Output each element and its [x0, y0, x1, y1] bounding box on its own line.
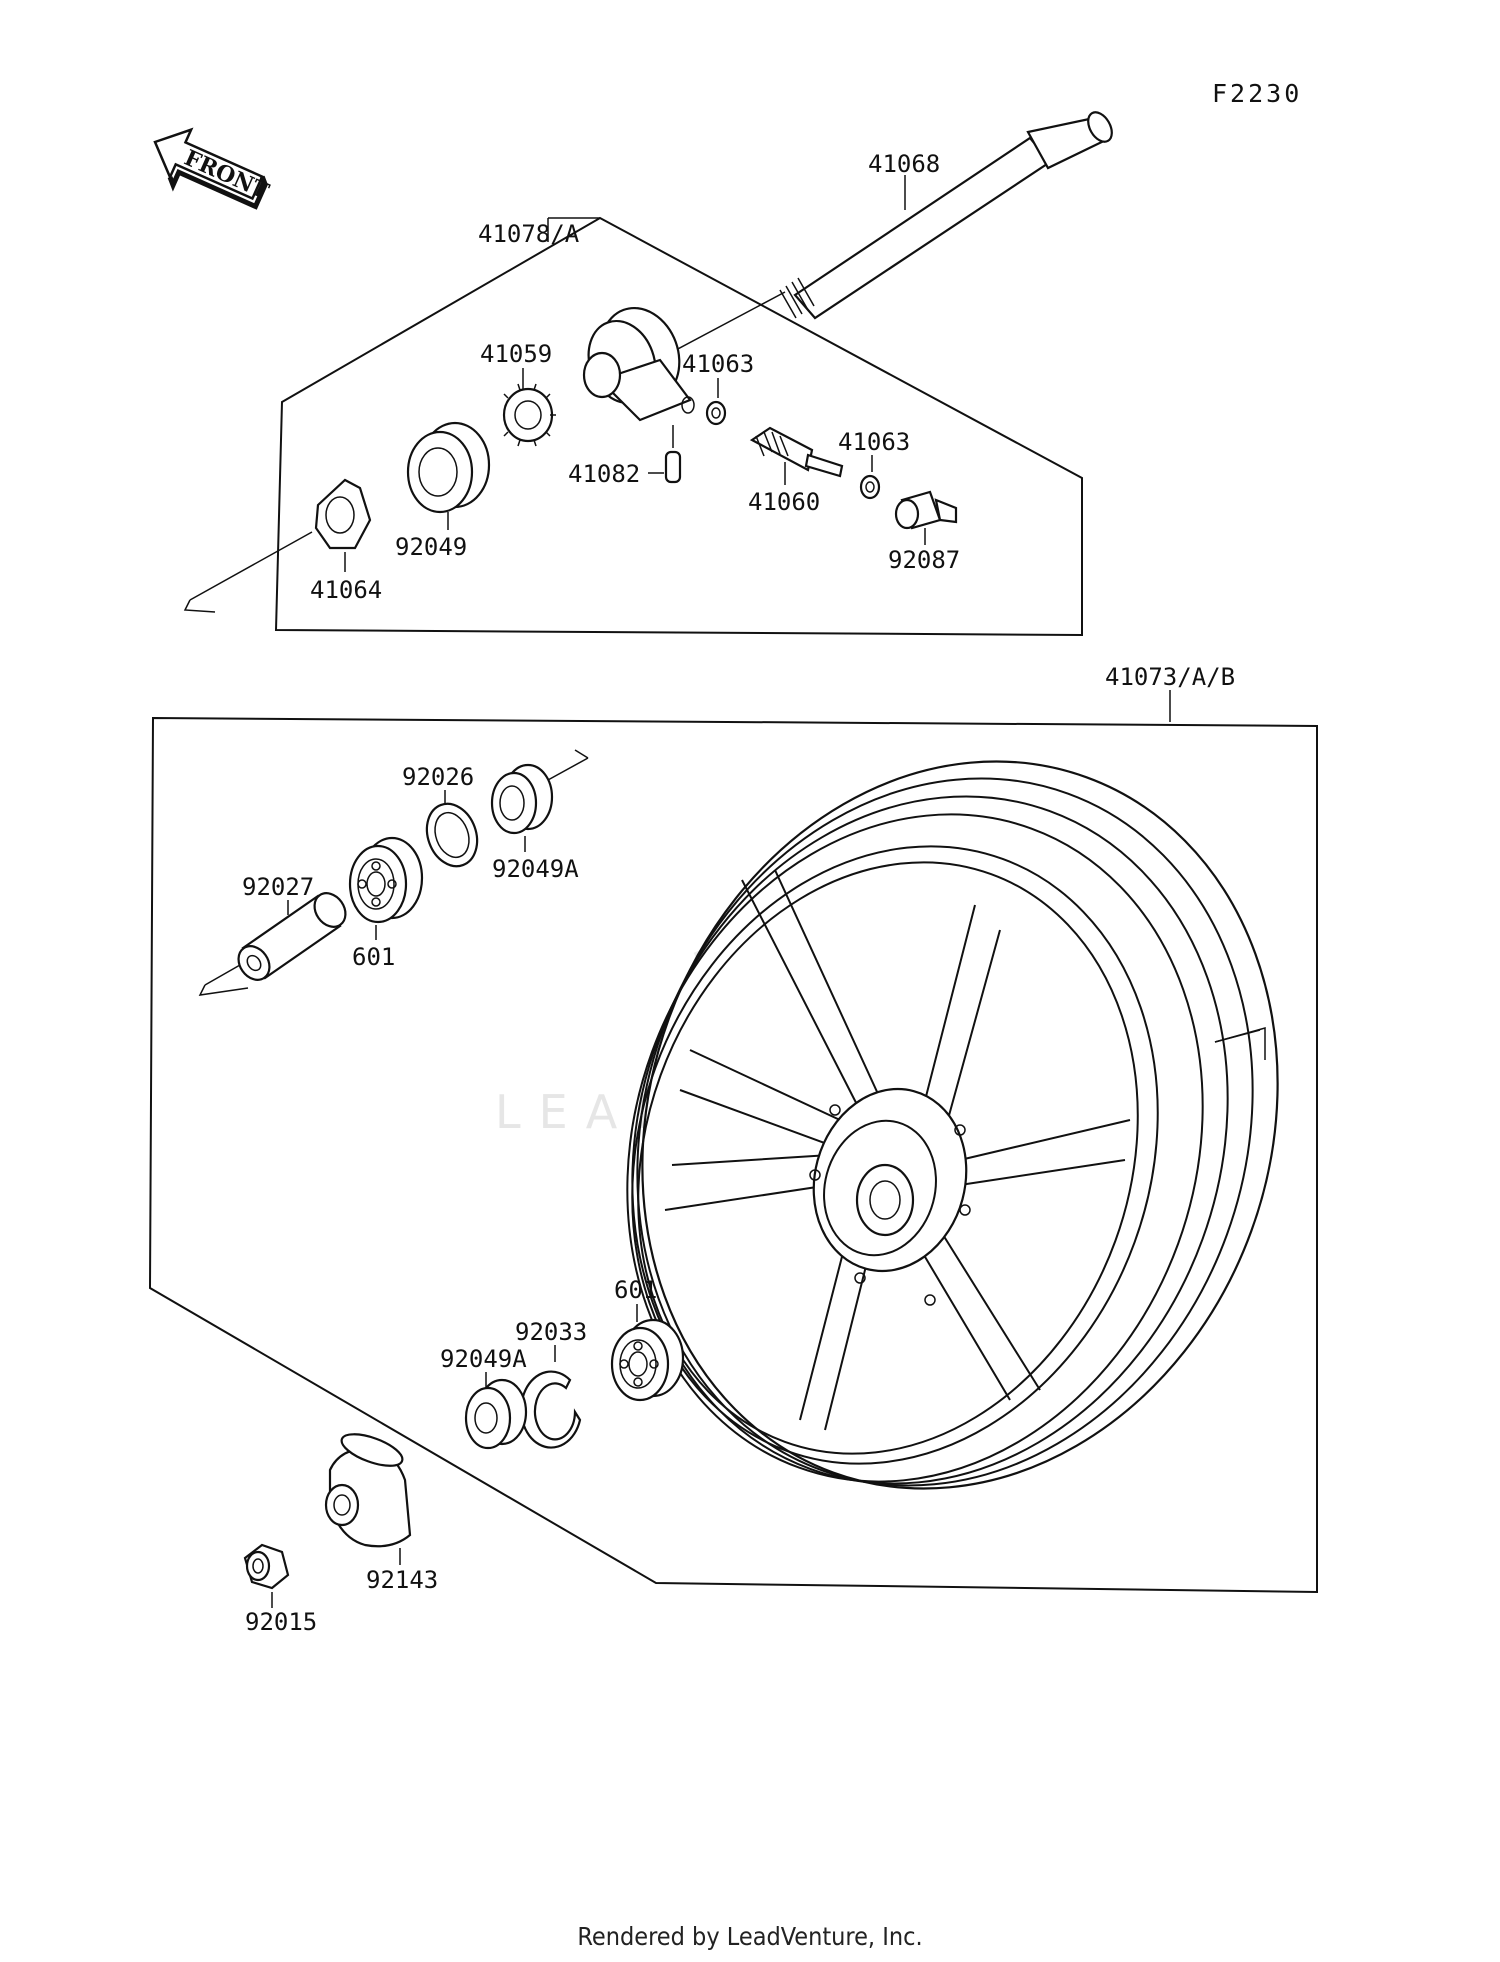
oil-seal-92049a-bottom: [464, 1378, 528, 1450]
collar-92143: [324, 1433, 412, 1548]
wheel: [626, 760, 1279, 1490]
washer-41063-a: [705, 400, 727, 426]
label-92026: 92026: [402, 763, 474, 791]
wheel-assembly-group: [148, 690, 1318, 1594]
nut-92015: [243, 1543, 290, 1590]
oil-seal-92026: [425, 802, 479, 868]
washer-41063-b: [859, 474, 881, 500]
label-92143: 92143: [366, 1566, 438, 1594]
label-41060: 41060: [748, 488, 820, 516]
label-41064: 41064: [310, 576, 382, 604]
label-601-top: 601: [352, 943, 395, 971]
label-41059: 41059: [480, 340, 552, 368]
label-41073-a-b: 41073/A/B: [1105, 663, 1235, 691]
pin-41082: [664, 450, 682, 484]
label-92049: 92049: [395, 533, 467, 561]
bushing-92087: [894, 490, 958, 530]
gear-41059: [502, 383, 556, 447]
gear-housing: [582, 306, 695, 422]
label-601-bottom: 601: [614, 1276, 657, 1304]
diagram-code: F2230: [1212, 79, 1302, 108]
axle: [609, 111, 1113, 386]
footer-credit: Rendered by LeadVenture, Inc.: [577, 1922, 923, 1951]
label-41068: 41068: [868, 150, 940, 178]
oil-seal-92049a-top: [490, 763, 554, 835]
label-92049a-bottom: 92049A: [440, 1345, 527, 1373]
label-41078-a: 41078/A: [478, 220, 580, 248]
label-92015: 92015: [245, 1608, 317, 1636]
front-arrow: FRONT: [153, 127, 273, 210]
label-92033: 92033: [515, 1318, 587, 1346]
bearing-601-top: [348, 836, 424, 924]
label-41063-b: 41063: [838, 428, 910, 456]
label-92049a-top: 92049A: [492, 855, 579, 883]
plate-41064: [314, 478, 372, 550]
circlip-92033: [520, 1370, 582, 1449]
label-92027: 92027: [242, 873, 314, 901]
collar-92027: [237, 892, 347, 981]
bearing-92049: [406, 421, 491, 514]
label-92087: 92087: [888, 546, 960, 574]
pinion-41060: [749, 426, 844, 478]
gear-housing-group: [274, 216, 1083, 637]
label-41063-a: 41063: [682, 350, 754, 378]
bearing-601-bottom: [610, 1318, 685, 1402]
label-41082: 41082: [568, 460, 640, 488]
